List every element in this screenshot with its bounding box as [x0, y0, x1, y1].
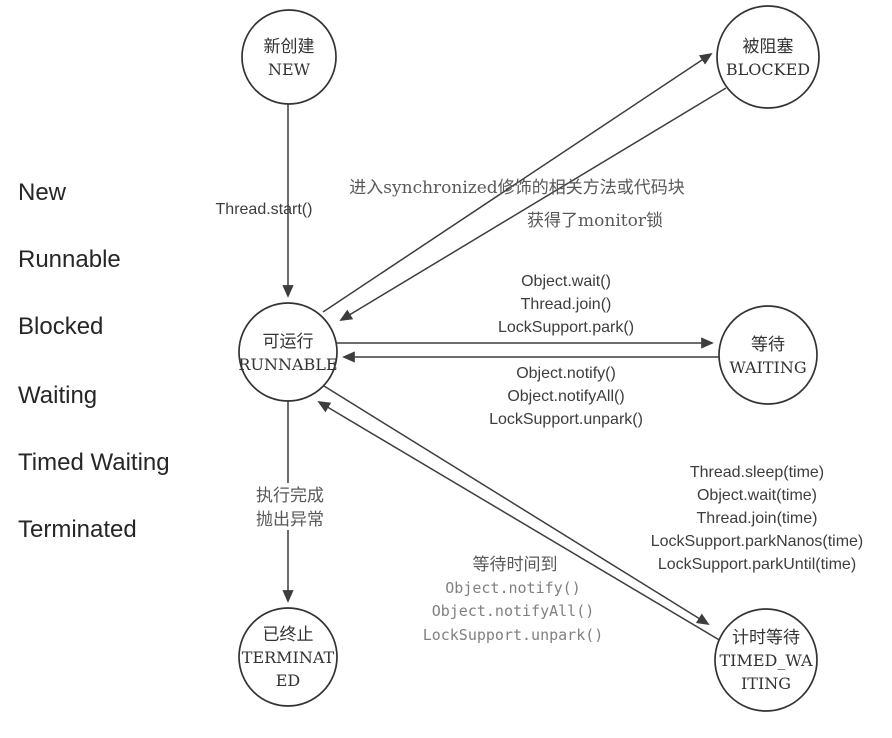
label-object-wait: Object.wait() — [521, 273, 611, 290]
timed-waiting-circle — [714, 608, 818, 712]
state-name-timed-waiting: Timed Waiting — [18, 449, 170, 476]
state-name-new: New — [18, 179, 67, 206]
state-name-list: New Runnable Blocked Waiting Timed Waiti… — [18, 179, 170, 543]
state-name-blocked: Blocked — [18, 313, 103, 340]
state-node-timed-waiting: 计时等待 TIMED_WA ITING — [714, 608, 818, 712]
label-locksupport-parknanos-time: LockSupport.parkNanos(time) — [651, 533, 864, 550]
label-execution-finished: 执行完成 — [256, 486, 324, 506]
waiting-circle — [718, 305, 818, 405]
label-thread-join: Thread.join() — [521, 296, 612, 313]
label-throw-exception: 抛出异常 — [256, 510, 324, 530]
waiting-label-zh: 等待 — [751, 335, 785, 355]
terminated-label-en2: ED — [276, 671, 301, 690]
blocked-circle — [716, 5, 820, 109]
arrow-runnable-to-timed-waiting — [323, 385, 710, 626]
runnable-circle — [238, 302, 338, 402]
label-thread-join-time: Thread.join(time) — [697, 510, 818, 527]
runnable-label-zh: 可运行 — [263, 332, 314, 352]
state-name-terminated: Terminated — [18, 516, 137, 543]
label-object-notify-mono: Object.notify() — [445, 579, 580, 597]
label-object-notifyall: Object.notifyAll() — [507, 388, 624, 405]
timed-waiting-label-en2: ITING — [741, 674, 791, 693]
label-got-monitor-lock: 获得了monitor锁 — [527, 211, 663, 231]
arrow-runnable-to-blocked — [322, 52, 713, 313]
runnable-label-en: RUNNABLE — [238, 355, 337, 374]
state-node-runnable: 可运行 RUNNABLE — [238, 302, 338, 402]
label-locksupport-unpark-mono: LockSupport.unpark() — [423, 626, 604, 644]
transition-labels: Thread.start() 进入synchronized修饰的相关方法或代码块… — [216, 178, 864, 644]
timed-waiting-label-en1: TIMED_WA — [719, 651, 813, 670]
terminated-circle — [238, 607, 338, 707]
label-object-notifyall-mono: Object.notifyAll() — [432, 602, 595, 620]
state-node-blocked: 被阻塞 BLOCKED — [716, 5, 820, 109]
state-node-waiting: 等待 WAITING — [718, 305, 818, 405]
waiting-label-en: WAITING — [729, 358, 806, 377]
label-object-wait-time: Object.wait(time) — [697, 487, 817, 504]
state-name-runnable: Runnable — [18, 246, 121, 273]
arrow-blocked-to-runnable — [339, 87, 727, 321]
state-name-waiting: Waiting — [18, 382, 97, 409]
terminated-label-en1: TERMINAT — [242, 648, 335, 667]
label-object-notify: Object.notify() — [516, 365, 616, 382]
label-locksupport-parkuntil-time: LockSupport.parkUntil(time) — [658, 556, 856, 573]
label-wait-time-elapsed: 等待时间到 — [473, 555, 558, 575]
transition-arrows — [282, 52, 727, 642]
label-locksupport-unpark: LockSupport.unpark() — [489, 411, 643, 428]
label-locksupport-park: LockSupport.park() — [498, 319, 634, 336]
new-label-en: NEW — [268, 60, 311, 79]
label-thread-start: Thread.start() — [216, 201, 313, 218]
new-circle — [241, 9, 337, 105]
terminate-label-mask — [246, 483, 334, 530]
state-node-terminated: 已终止 TERMINAT ED — [238, 607, 338, 707]
blocked-label-zh: 被阻塞 — [743, 37, 794, 57]
timed-waiting-label-zh: 计时等待 — [732, 628, 800, 648]
terminated-label-zh: 已终止 — [263, 625, 314, 645]
label-thread-sleep-time: Thread.sleep(time) — [690, 464, 824, 481]
arrow-timed-waiting-to-runnable — [317, 401, 722, 642]
new-label-zh: 新创建 — [264, 37, 315, 57]
blocked-label-en: BLOCKED — [726, 60, 810, 79]
state-node-new: 新创建 NEW — [241, 9, 337, 105]
label-enter-synchronized: 进入synchronized修饰的相关方法或代码块 — [349, 178, 684, 198]
